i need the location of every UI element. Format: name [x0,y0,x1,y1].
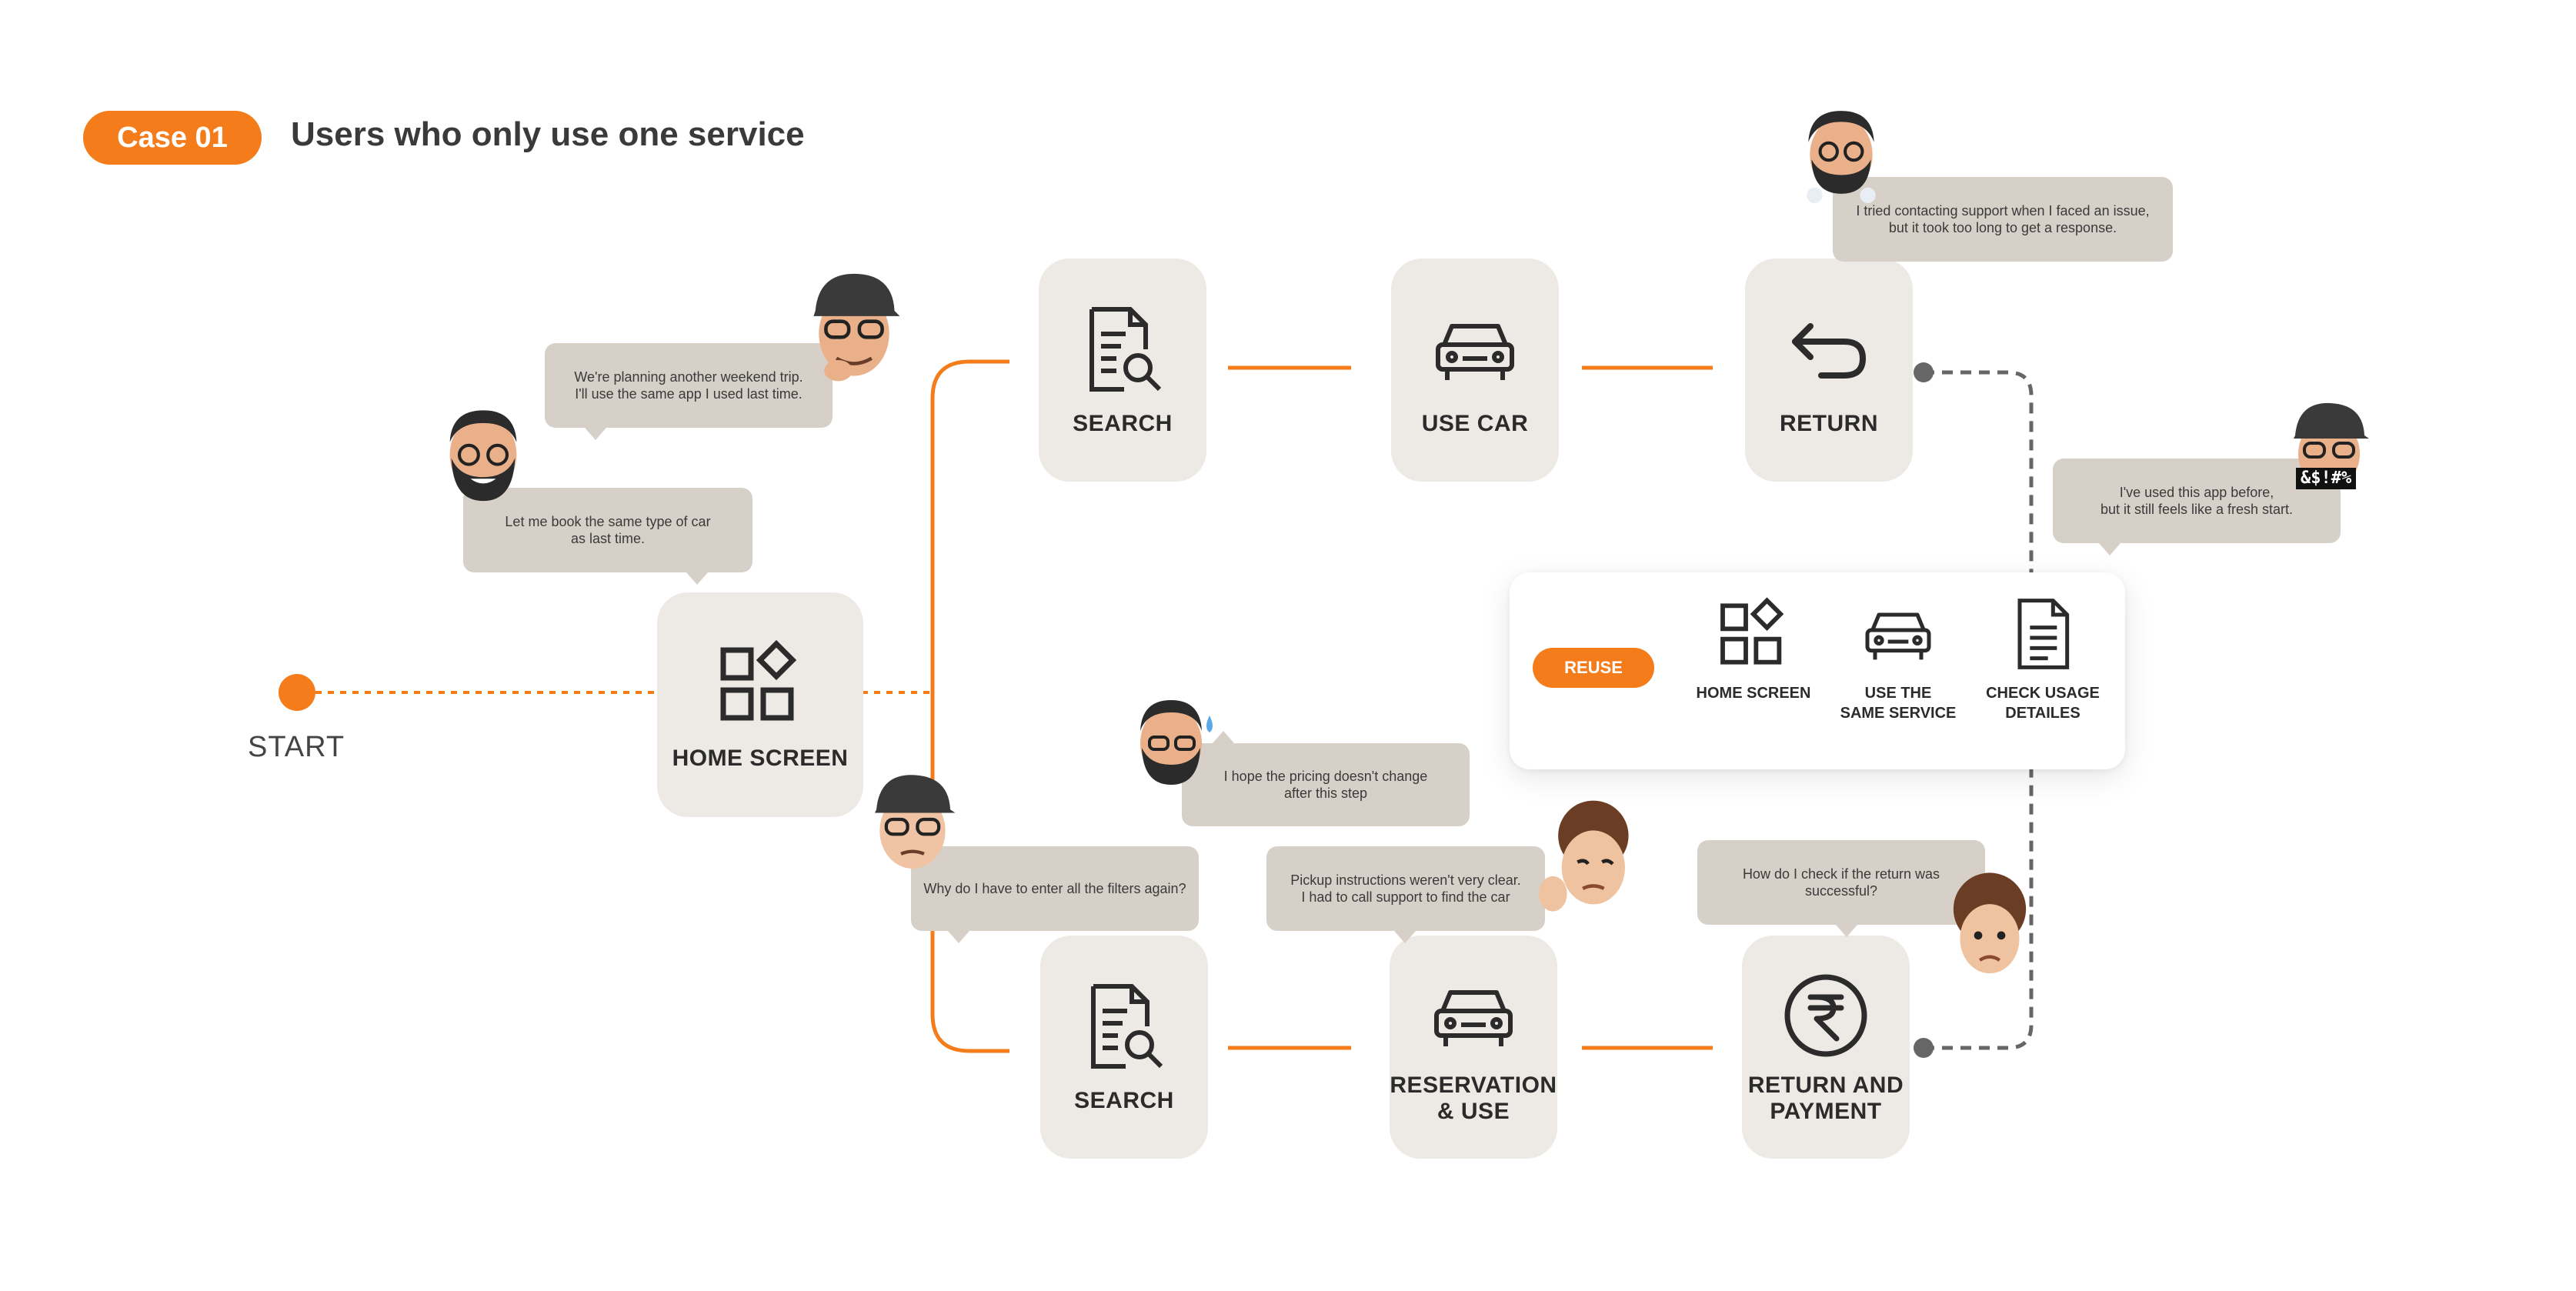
reuse-card: REUSE HOME SCREEN USE THE SAME SERVICE [1510,572,2125,769]
avatar-steaming-beard [1807,111,1876,204]
bubble-fresh-start: I've used this app before, but it still … [2053,459,2341,555]
document-icon [2017,599,2070,669]
document-search-icon [1089,307,1162,392]
node-search-top[interactable]: SEARCH [1039,259,1206,482]
start-dot [279,674,315,711]
node-return[interactable]: RETURN [1745,259,1913,482]
branch-line [930,359,1009,1053]
node-reservation-use[interactable]: RESERVATION & USE [1390,936,1557,1159]
rupee-icon [1784,974,1867,1057]
node-label: RETURN AND PAYMENT [1747,1072,1904,1124]
bubble-text: I tried contacting support when I faced … [1856,203,2150,235]
car-icon [1434,990,1513,1046]
node-use-car[interactable]: USE CAR [1391,259,1559,482]
node-label: HOME SCREEN [672,746,849,771]
bubble-text: Why do I have to enter all the filters a… [923,881,1186,896]
bubble-text: How do I check if the return was success… [1742,866,1940,899]
bubble-text: I've used this app before, but it still … [2100,485,2294,517]
car-icon [1865,612,1931,660]
bubble-text: Pickup instructions weren't very clear. … [1290,872,1521,905]
bubble-return-check: How do I check if the return was success… [1697,840,1985,937]
node-label: SEARCH [1074,1088,1174,1113]
avatar-curly-sad [1953,872,2027,974]
grid-icon [1720,597,1784,665]
bubble-pricing: I hope the pricing doesn't change after … [1182,731,1470,826]
node-search-bottom[interactable]: SEARCH [1040,936,1208,1159]
node-label: RESERVATION & USE [1390,1072,1557,1124]
reuse-item-label: HOME SCREEN [1696,685,1811,702]
bubble-text: I hope the pricing doesn't change after … [1223,769,1428,801]
return-dashed-line [1924,370,2034,572]
grid-icon [720,639,797,721]
reuse-item-home-screen[interactable]: HOME SCREEN [1680,595,1827,703]
swear-text: &$!#% [2296,468,2357,489]
avatar-thinking-cap [813,273,900,382]
bubble-weekend-trip: We're planning another weekend trip. I'l… [545,343,833,440]
avatar-curly-thumbsdown [1539,800,1629,912]
node-label: SEARCH [1073,411,1173,436]
bubble-support: I tried contacting support when I faced … [1833,177,2173,262]
node-home-screen[interactable]: HOME SCREEN [657,592,863,817]
document-search-icon [1091,984,1163,1069]
start-label: START [248,731,345,763]
reuse-item-label: CHECK USAGE DETAILES [1986,685,2100,722]
node-label: RETURN [1780,411,1878,436]
reuse-item-label: USE THE SAME SERVICE [1840,685,1957,722]
bubble-book-same: Let me book the same type of car as last… [463,488,752,585]
reuse-item-same-service[interactable]: USE THE SAME SERVICE [1825,595,1971,723]
case-badge: Case 01 [83,111,262,165]
node-return-payment[interactable]: RETURN AND PAYMENT [1742,936,1910,1159]
bubble-text: We're planning another weekend trip. I'l… [574,369,803,402]
reuse-badge: REUSE [1533,648,1654,688]
reuse-item-check-usage[interactable]: CHECK USAGE DETAILES [1970,595,2116,723]
avatar-swearing: &$!#% [2281,392,2377,500]
avatar-sweat-drop [1140,700,1213,785]
car-icon [1436,324,1514,380]
bubble-filters: Why do I have to enter all the filters a… [911,846,1199,943]
case-title: Users who only use one service [291,115,805,153]
bubble-pickup: Pickup instructions weren't very clear. … [1266,846,1545,943]
node-label: USE CAR [1421,411,1529,436]
avatar-cap-glasses [874,775,956,869]
avatar-bearded-smile [449,410,517,502]
bubble-text: Let me book the same type of car as last… [505,514,711,546]
return-arrow-icon [1792,323,1866,379]
